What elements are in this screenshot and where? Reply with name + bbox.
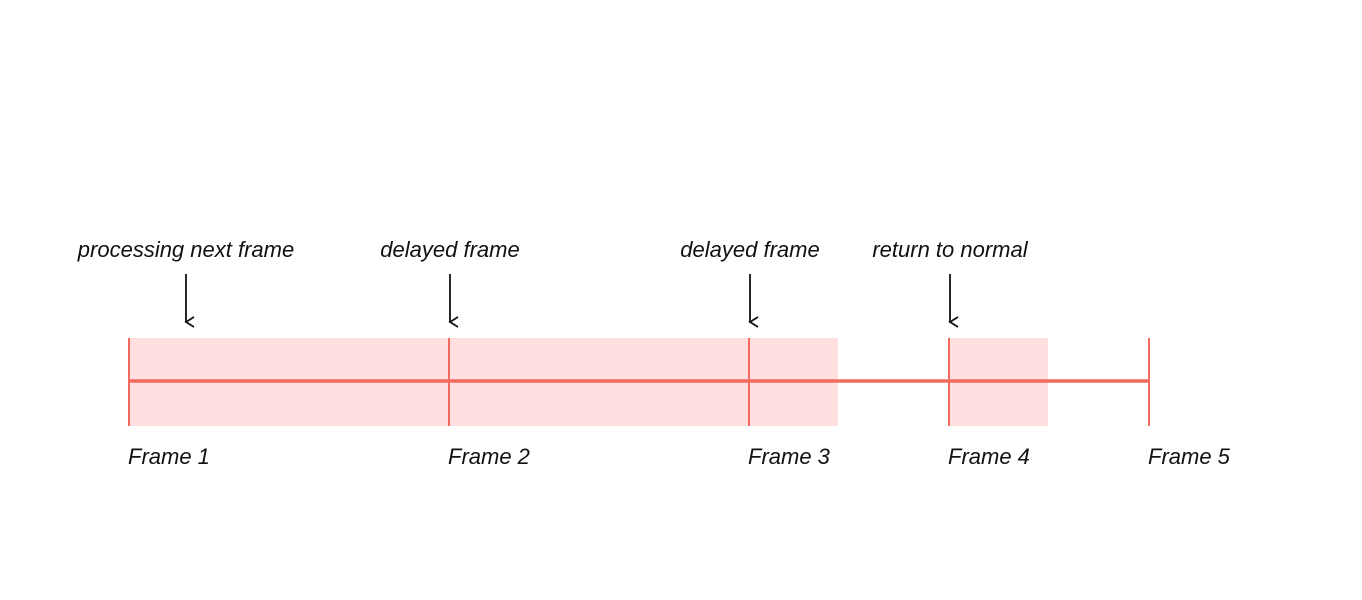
frame-2-label: Frame 2 bbox=[448, 444, 530, 469]
annotation-delayed-frame-1: delayed frame bbox=[380, 237, 519, 262]
frame-3-label: Frame 3 bbox=[748, 444, 831, 469]
frame-1-label: Frame 1 bbox=[128, 444, 210, 469]
annotation-return-to-normal: return to normal bbox=[872, 237, 1028, 262]
frame-4-label: Frame 4 bbox=[948, 444, 1030, 469]
annotation-processing-next-frame: processing next frame bbox=[77, 237, 294, 262]
frame-5-label: Frame 5 bbox=[1148, 444, 1231, 469]
annotation-delayed-frame-2: delayed frame bbox=[680, 237, 819, 262]
